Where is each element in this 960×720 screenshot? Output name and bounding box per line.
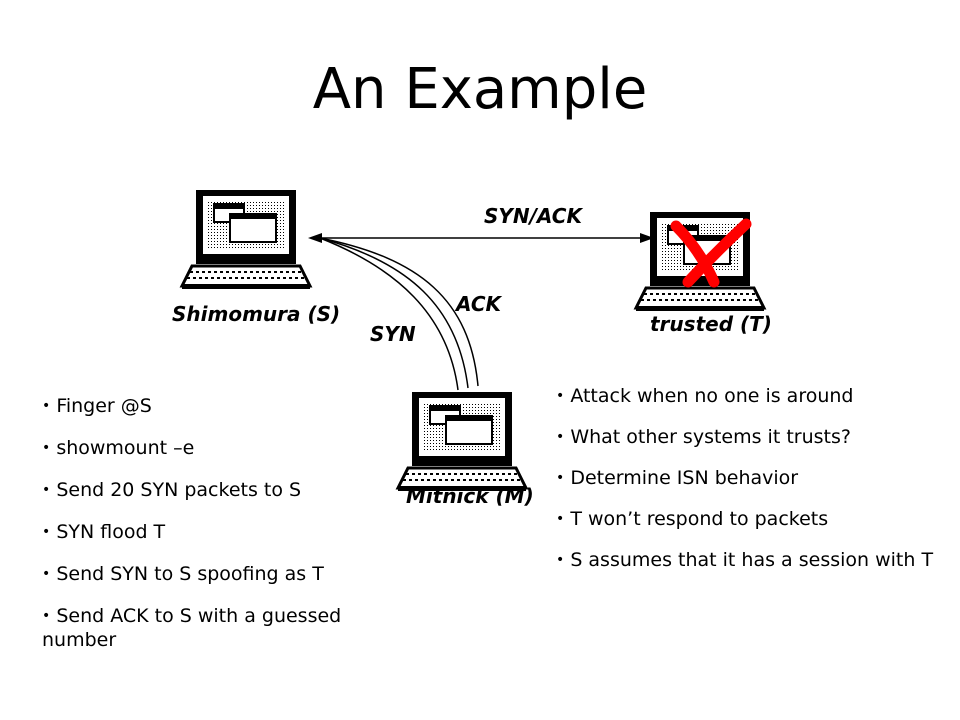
shimomura-label: Shimomura (S)	[172, 302, 341, 326]
mitnick-label: Mitnick (M)	[406, 484, 534, 508]
red-x-mark-icon	[670, 218, 752, 288]
syn-ack-curves	[319, 237, 479, 391]
list-item: • What other systems it trusts?	[556, 426, 851, 448]
syn-ack-label: SYN/ACK	[484, 204, 582, 228]
list-item: • showmount –e	[42, 437, 195, 459]
ack-label: ACK	[456, 292, 502, 316]
attack-steps-list: • Finger @S • showmount –e • Send 20 SYN…	[42, 394, 372, 670]
list-item: • Send 20 SYN packets to S	[42, 479, 302, 501]
list-item: • Finger @S	[42, 395, 152, 417]
syn-ack-arrow	[308, 233, 654, 243]
list-item: • Send SYN to S spoofing as T	[42, 563, 324, 585]
list-item: • Attack when no one is around	[556, 385, 854, 407]
list-item: • Send ACK to S with a guessed number	[42, 605, 342, 651]
list-item: • T won’t respond to packets	[556, 508, 829, 530]
trusted-label: trusted (T)	[650, 312, 772, 336]
attack-rationale-list: • Attack when no one is around • What ot…	[556, 384, 941, 589]
list-item: • Determine ISN behavior	[556, 467, 799, 489]
list-item: • S assumes that it has a session with T	[556, 549, 934, 571]
syn-label: SYN	[370, 322, 416, 346]
shimomura-computer-icon	[180, 188, 312, 291]
list-item: • SYN flood T	[42, 521, 166, 543]
mitnick-computer-icon	[396, 390, 528, 493]
slide-title: An Example	[312, 57, 648, 122]
